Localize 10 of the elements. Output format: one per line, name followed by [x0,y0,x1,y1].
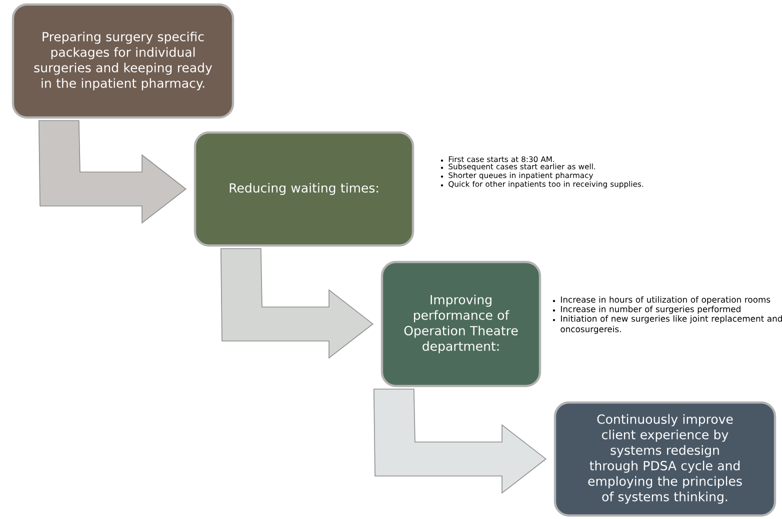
bent-arrow [220,248,374,359]
bent-arrow [374,388,547,494]
process-box: Improving performance of Operation Theatre department: [380,260,542,388]
bullet-text: Initiation of new surgeries like joint replacement and oncosurgereis. [560,315,782,334]
process-box: Continuously improve client experience by systems redesign through PDSA cycle and employing the principles of systems thinking. [554,401,776,517]
bullet-text: Increase in number of surgeries performed [561,306,740,314]
bullet-text: Increase in hours of utilization of operation rooms [561,296,770,304]
bent-arrow [38,120,187,224]
process-box: Preparing surgery specific packages for individual surgeries and keeping ready in the inpatient pharmacy. [12,3,234,119]
process-box: Reducing waiting times: [194,131,414,247]
